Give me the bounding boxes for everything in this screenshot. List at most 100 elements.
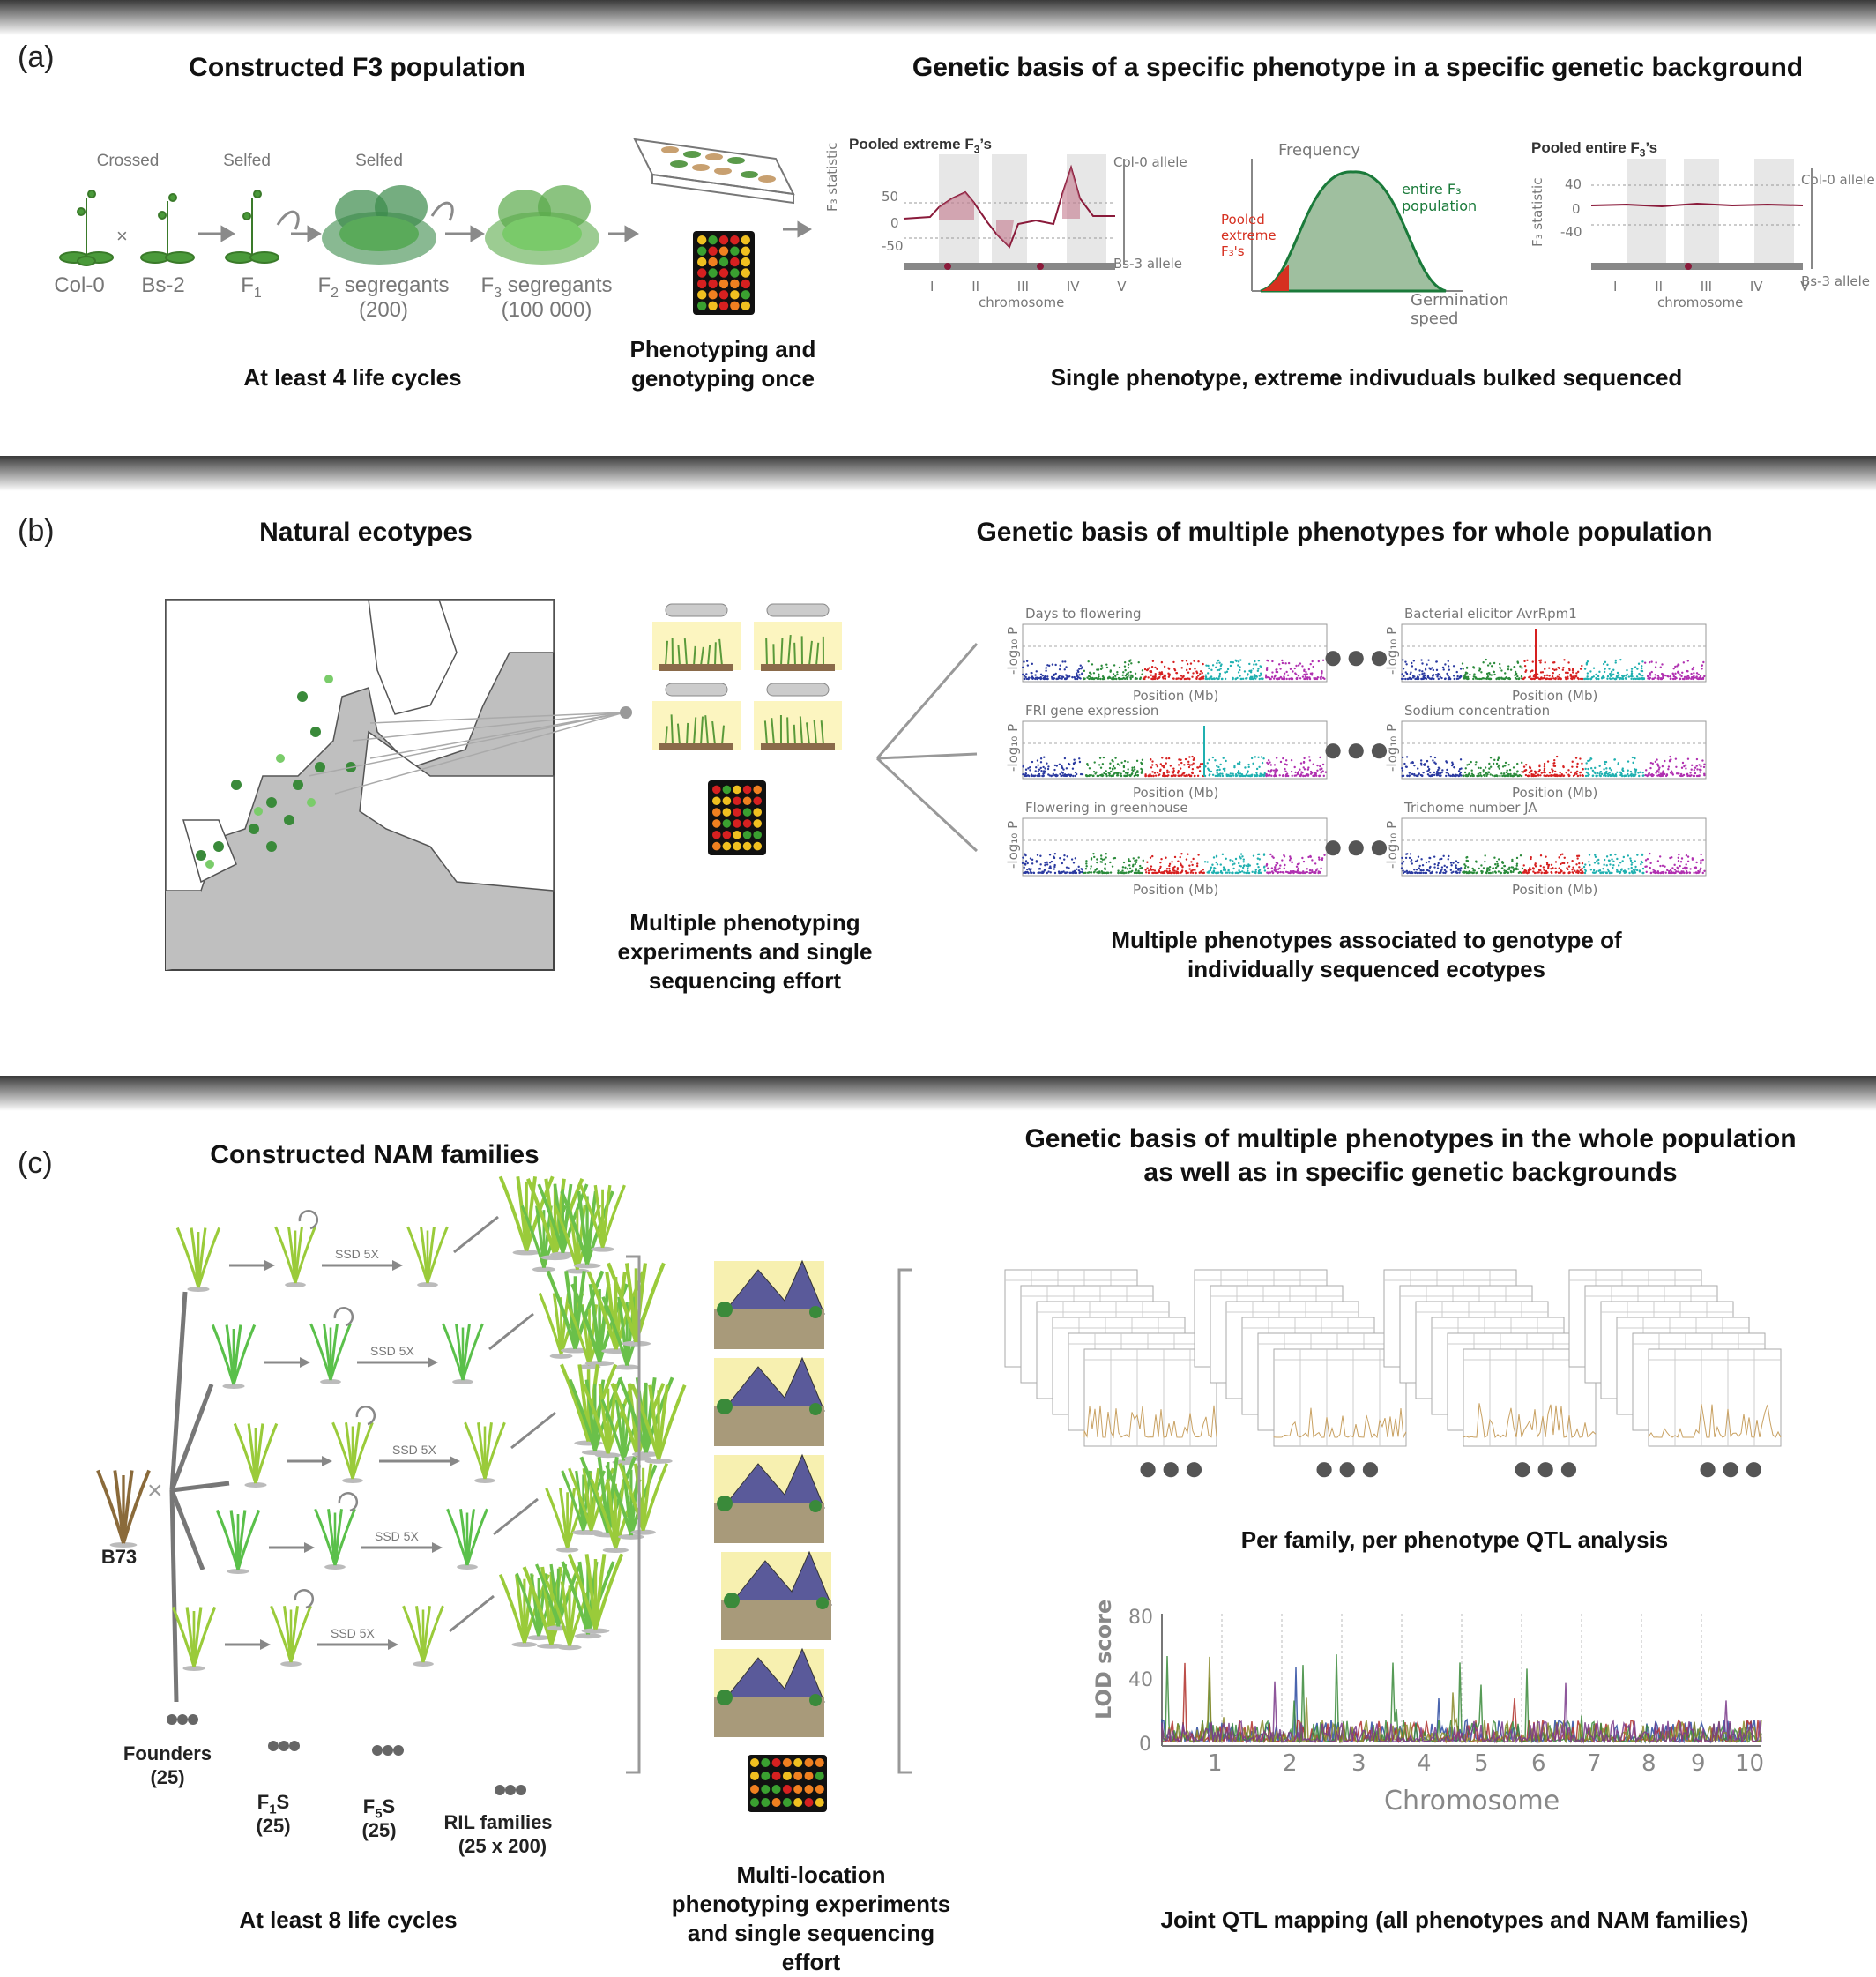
- map-connector-lines: [308, 643, 979, 853]
- bs2-label: Bs-2: [141, 273, 185, 297]
- plot1-ytick-0: 0: [890, 215, 899, 231]
- plot1-col0-allele: Col-0 allele: [1113, 154, 1187, 170]
- entire-population-label: entire F₃ population: [1402, 181, 1478, 214]
- band-b: [0, 456, 1876, 491]
- panel-b-title-right: Genetic basis of multiple phenotypes for…: [976, 518, 1713, 547]
- panel-a-title-left: Constructed F3 population: [189, 53, 525, 82]
- manhattan-plot-5: [1400, 817, 1707, 877]
- manhattan-title-5: Trichome number JA: [1404, 800, 1537, 816]
- chrom-tick-1: 1: [1208, 1750, 1223, 1777]
- founders-count: (25): [150, 1766, 185, 1788]
- panel-c-title-left: Constructed NAM families: [210, 1140, 540, 1169]
- more-plots-dots-1: ●●●: [1322, 638, 1392, 676]
- plot1-chr-ticks: I II III IV V: [930, 279, 1127, 295]
- cross-symbol: ×: [116, 225, 128, 247]
- plot2-ytick-0: 0: [1572, 201, 1581, 217]
- dist-xlabel: Germination speed: [1411, 291, 1509, 328]
- pooled-extreme-plot: [903, 154, 1125, 270]
- more-plots-dots-2: ●●●: [1322, 730, 1392, 769]
- f2-count: (200): [358, 298, 409, 322]
- lod-tick-0: 0: [1139, 1734, 1151, 1756]
- lod-tick-40: 40: [1128, 1669, 1153, 1691]
- chrom-tick-2: 2: [1283, 1750, 1298, 1777]
- chrom-tick-8: 8: [1642, 1750, 1656, 1777]
- manhattan-title-3: Sodium concentration: [1404, 703, 1551, 719]
- panel-c-title-right-1: Genetic basis of multiple phenotypes in …: [1024, 1124, 1797, 1153]
- chrom-tick-7: 7: [1587, 1750, 1602, 1777]
- panel-a-letter: (a): [18, 41, 55, 74]
- growth-chambers: [652, 603, 842, 750]
- manhattan-plot-1: [1400, 623, 1707, 683]
- plot2-ytick-m40: -40: [1560, 224, 1582, 240]
- pooled-extreme-label: Pooled extreme F₃'s: [1221, 212, 1277, 259]
- europe-map: [165, 599, 555, 971]
- panel-c-caption-perfamily: Per family, per phenotype QTL analysis: [1240, 1526, 1669, 1553]
- pooled-entire-plot: [1590, 159, 1813, 270]
- stack-dots-2: ●●●: [1314, 1449, 1383, 1488]
- plot1-ytick-50: 50: [882, 189, 899, 205]
- plot1-title: Pooled extreme F3’s: [849, 136, 992, 156]
- landscape-column: [626, 1255, 912, 1812]
- chrom-tick-9: 9: [1691, 1750, 1706, 1777]
- arabidopsis-plants: ×: [59, 138, 812, 266]
- plot2-col0-allele: Col-0 allele: [1801, 172, 1875, 188]
- plot1-bs3-allele: Bs-3 allele: [1113, 256, 1182, 272]
- chrom-tick-6: 6: [1531, 1750, 1546, 1777]
- lod-label: LOD score: [1091, 1599, 1116, 1720]
- manhattan-ylabel-4: -log₁₀ P: [1005, 820, 1021, 869]
- per-family-qtl-stacks: [1004, 1269, 1782, 1447]
- manhattan-ylabel-0: -log₁₀ P: [1005, 626, 1021, 675]
- manhattan-title-1: Bacterial elicitor AvrRpm1: [1404, 606, 1577, 622]
- plot2-bs3-allele: Bs-3 allele: [1801, 273, 1870, 289]
- ssd-label-1: SSD 5X: [370, 1344, 414, 1358]
- germination-distribution: [1251, 159, 1463, 293]
- chrom-tick-3: 3: [1351, 1750, 1366, 1777]
- panel-c-title-right-2: as well as in specific genetic backgroun…: [1143, 1158, 1678, 1187]
- f3-label: F3 segregants: [480, 273, 613, 301]
- f5s-label: F5S: [362, 1795, 396, 1822]
- panel-a-title-right: Genetic basis of a specific phenotype in…: [912, 53, 1804, 82]
- manhattan-title-0: Days to flowering: [1025, 606, 1142, 622]
- panel-b-letter: (b): [18, 514, 55, 548]
- panel-c-caption-joint: Joint QTL mapping (all phenotypes and NA…: [1160, 1906, 1749, 1933]
- band-c: [0, 1076, 1876, 1111]
- manhattan-xlabel-3: Position (Mb): [1512, 785, 1598, 801]
- ssd-label-2: SSD 5X: [392, 1443, 436, 1457]
- nam-cross-symbol: ×: [147, 1476, 163, 1505]
- ssd-label-3: SSD 5X: [375, 1529, 419, 1543]
- more-plots-dots-3: ●●●: [1322, 827, 1392, 866]
- band-top: [0, 0, 1876, 35]
- panel-c-caption-left: At least 8 life cycles: [239, 1906, 458, 1933]
- f1s-count: (25): [256, 1815, 291, 1837]
- stack-dots-4: ●●●: [1697, 1449, 1767, 1488]
- chrom-tick-5: 5: [1474, 1750, 1489, 1777]
- panel-a-caption-mid: Phenotyping and genotyping once: [629, 336, 816, 392]
- manhattan-plot-3: [1401, 720, 1707, 780]
- f1s-label: F1S: [257, 1791, 290, 1817]
- plot1-ytick-m50: -50: [882, 238, 904, 254]
- plot1-chromosome-label: chromosome: [979, 295, 1065, 310]
- panel-b-caption-mid: Multiple phenotyping experiments and sin…: [617, 909, 873, 994]
- genotyping-chip-a: [693, 231, 755, 315]
- f5s-count: (25): [361, 1819, 397, 1841]
- ril-label: RIL families: [443, 1811, 553, 1833]
- panel-b-caption-right: Multiple phenotypes associated to genoty…: [1111, 927, 1622, 982]
- dist-ylabel: Frequency: [1278, 141, 1360, 160]
- manhattan-xlabel-2: Position (Mb): [1133, 785, 1219, 801]
- panel-a-caption-right: Single phenotype, extreme indivuduals bu…: [1050, 364, 1683, 391]
- plot2-chromosome-label: chromosome: [1657, 295, 1744, 310]
- plot2-chr-ticks: I II III IV V: [1613, 279, 1810, 295]
- founders-label: Founders: [123, 1742, 212, 1764]
- stack-dots-1: ●●●: [1137, 1449, 1207, 1488]
- selfed-label-2: Selfed: [355, 152, 403, 170]
- chrom-tick-10: 10: [1735, 1750, 1765, 1777]
- plot2-ytick-40: 40: [1565, 176, 1582, 192]
- genotyping-chip-b: [708, 780, 766, 855]
- b73-label: B73: [100, 1546, 138, 1568]
- chromosome-axis-label: Chromosome: [1384, 1786, 1560, 1817]
- stack-dots-3: ●●●: [1512, 1449, 1582, 1488]
- ril-count: (25 x 200): [458, 1835, 547, 1857]
- plot2-title: Pooled entire F3’s: [1531, 139, 1658, 160]
- manhattan-title-4: Flowering in greenhouse: [1025, 800, 1188, 816]
